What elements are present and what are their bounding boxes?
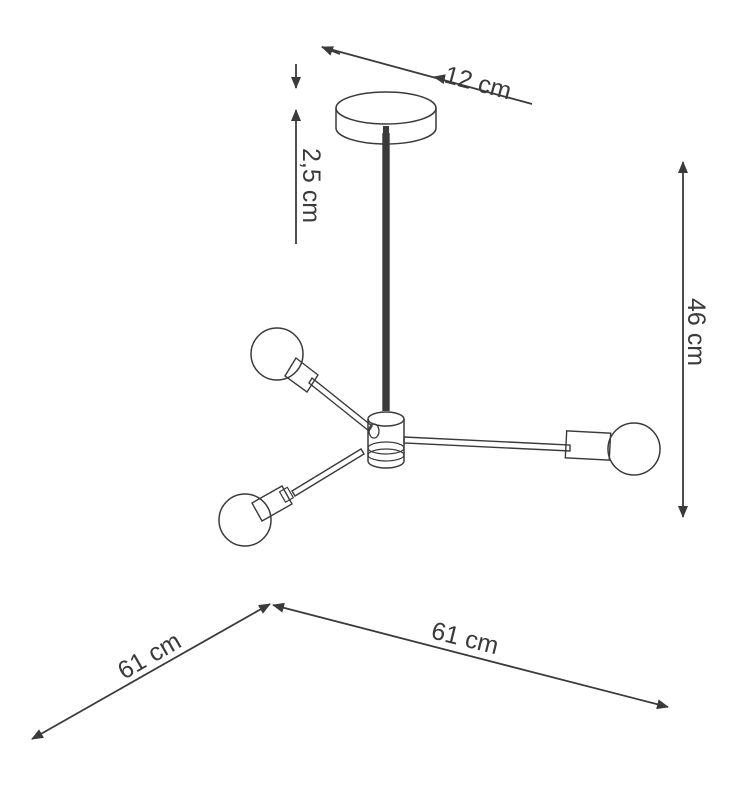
canopy-width-dimension: 12 cm xyxy=(321,46,533,106)
arm-right xyxy=(403,422,661,476)
suspension-rod xyxy=(382,133,390,411)
bulb-upper-left xyxy=(250,327,304,381)
width-left-arrow-b xyxy=(149,603,271,673)
width-right-arrow-a xyxy=(272,602,471,657)
arm-lower-left xyxy=(218,448,365,547)
canopy-height-dimension: 2,5 cm xyxy=(291,64,325,244)
canopy-width-line xyxy=(321,46,533,105)
total-height-label: 46 cm xyxy=(682,298,710,366)
width-right-dimension: 61 cm xyxy=(272,602,669,710)
width-left-arrow-a xyxy=(31,671,151,740)
total-height-dimension: 46 cm xyxy=(678,161,710,518)
canopy-width-label: 12 cm xyxy=(441,61,514,106)
lamp-drawing xyxy=(218,91,661,547)
width-right-arrow-b xyxy=(469,655,669,710)
arm-upper-left xyxy=(250,327,373,433)
width-left-label: 61 cm xyxy=(113,627,186,685)
bulb-lower-left xyxy=(218,493,272,547)
width-left-dimension: 61 cm xyxy=(31,603,271,740)
bulb-right xyxy=(607,422,661,476)
central-hub xyxy=(367,411,405,469)
canopy-height-label: 2,5 cm xyxy=(297,148,325,223)
width-right-label: 61 cm xyxy=(429,617,502,661)
